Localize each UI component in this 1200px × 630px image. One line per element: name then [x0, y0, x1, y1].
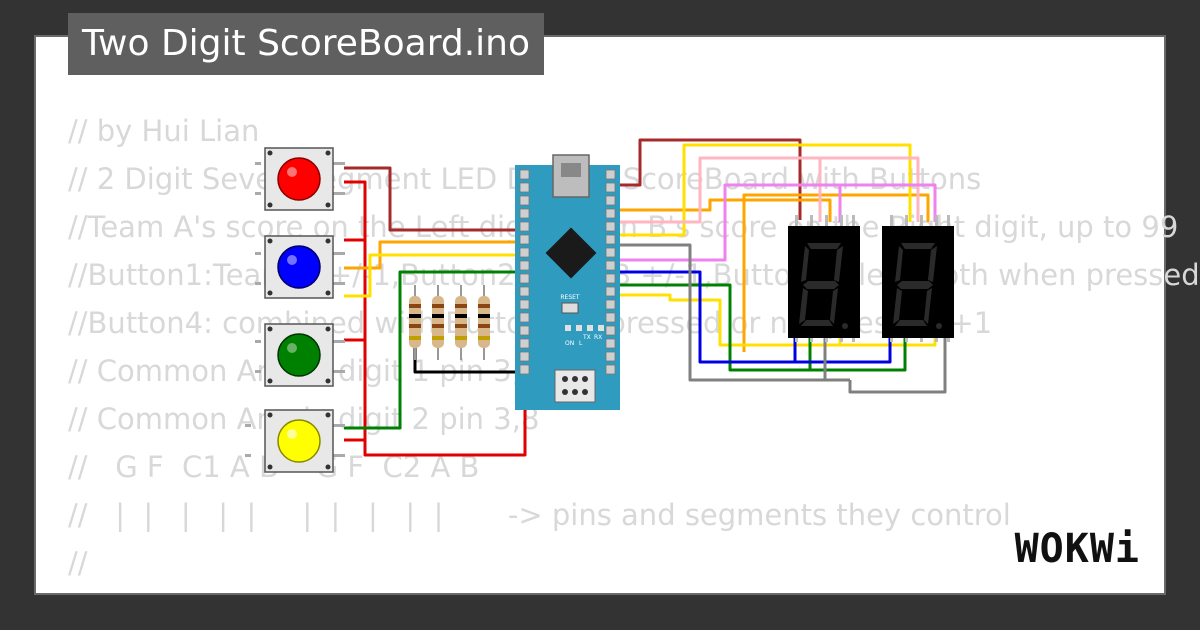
project-title: Two Digit ScoreBoard.ino: [68, 13, 544, 75]
arduino-nano[interactable]: RESET TX RX ON L: [515, 154, 620, 410]
wire-green: [810, 335, 907, 372]
wire-pink: [610, 156, 822, 224]
resistor: [409, 285, 421, 360]
wire-yellow: [344, 253, 525, 298]
pushbutton-yellow[interactable]: [245, 409, 345, 473]
code-line: // by Hui Lian: [68, 114, 260, 148]
wokwi-logo: WOKWi: [1010, 526, 1144, 572]
code-line: // | | | | | | | | | | -> pins and segme…: [68, 498, 1011, 532]
wire-pink: [820, 156, 920, 222]
pushbutton-green[interactable]: [255, 323, 345, 387]
wire-violet: [610, 183, 842, 262]
wire-blue: [795, 335, 892, 364]
led-label: RX: [594, 334, 602, 341]
resistor: [432, 285, 444, 360]
wire-brown: [344, 166, 525, 232]
pushbutton-red[interactable]: [255, 147, 345, 211]
wire-blue: [610, 270, 797, 364]
wires: [344, 138, 947, 457]
reset-label: RESET: [560, 294, 580, 301]
wire-black: [413, 345, 525, 374]
wire-orange: [742, 193, 930, 352]
reset-button[interactable]: [561, 302, 579, 314]
wire-yellow: [610, 143, 912, 237]
pushbutton-blue[interactable]: [255, 235, 345, 299]
wire-green: [610, 283, 812, 372]
code-line: //: [68, 546, 88, 580]
microcontroller-chip: [545, 227, 597, 279]
wire-gray: [848, 335, 947, 394]
led-label: ON: [565, 340, 574, 347]
wire-violet: [840, 183, 937, 222]
resistor: [455, 285, 467, 360]
resistors: [409, 285, 490, 360]
seven-segment-display-left[interactable]: [788, 215, 860, 342]
wire-orange: [610, 198, 832, 222]
wire-gray: [610, 243, 827, 382]
push-buttons: [245, 147, 345, 473]
wire-green: [344, 270, 525, 430]
wire-brown: [610, 138, 802, 220]
wire-red: [344, 180, 527, 457]
led-label: TX: [582, 334, 591, 341]
led-label: L: [579, 340, 583, 347]
resistor: [478, 285, 490, 360]
seven-segment-display-right[interactable]: [882, 215, 954, 342]
